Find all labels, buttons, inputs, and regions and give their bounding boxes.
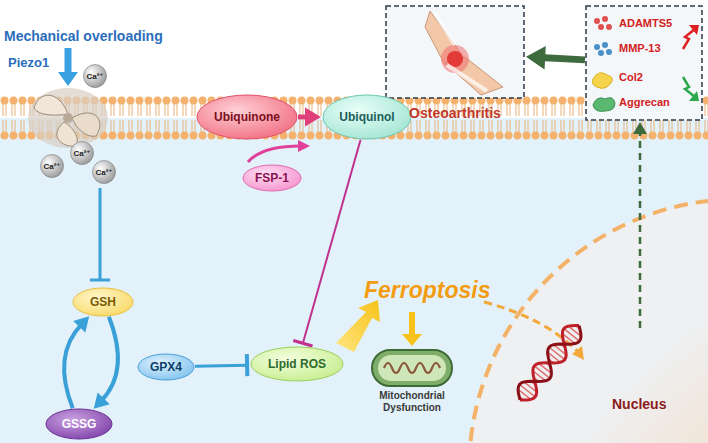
node-text: Col2 [619,71,643,83]
node-text: Lipid ROS [268,357,326,371]
marker-panel: ADAMTS5MMP-13Col2Aggrecan [585,5,703,121]
organelle-label: Mitochondrial Dysfunction [370,390,454,413]
inhibition-connector [195,354,247,376]
process-label: Ferroptosis [364,277,491,304]
node-text: GPX4 [150,360,182,374]
node-text: GSH [90,295,116,309]
channel-label: Piezo1 [8,55,49,70]
molecule-ellipse: GSSG [45,408,113,440]
compartment-label: Nucleus [612,396,666,412]
ion-circle: Ca²⁺ [40,154,64,178]
ion-circle: Ca²⁺ [70,141,94,165]
molecule-ellipse: Lipid ROS [250,346,344,382]
node-text: ADAMTS5 [619,17,672,29]
node-text: Ca²⁺ [95,168,112,177]
node-text: Ubiquinone [214,110,280,124]
molecule-ellipse: Ubiquinol [322,94,412,140]
inhibition-connector [293,140,360,346]
node-text: Osteoarthritis [385,105,525,121]
knee-panel: Osteoarthritis [385,5,525,127]
node-text: Ca²⁺ [86,72,103,81]
stimulus-label: Mechanical overloading [4,28,163,44]
ion-circle: Ca²⁺ [92,160,116,184]
arrow-connector [64,316,89,408]
node-text: Ca²⁺ [43,162,60,171]
molecule-ellipse: GSH [72,287,134,317]
node-text: Ubiquinol [339,110,394,124]
arrow-connector [298,108,321,127]
node-text: Aggrecan [619,96,670,108]
arrow-connector [94,317,118,409]
molecule-ellipse: FSP-1 [242,164,302,192]
molecule-ellipse: GPX4 [137,353,195,381]
node-text: FSP-1 [255,171,289,185]
node-text: MMP-13 [619,42,661,54]
node-text: GSSG [62,417,97,431]
molecule-ellipse: Ubiquinone [196,94,298,140]
ion-circle: Ca²⁺ [83,64,107,88]
node-text: Ca²⁺ [73,149,90,158]
arrow-connector [526,46,585,69]
